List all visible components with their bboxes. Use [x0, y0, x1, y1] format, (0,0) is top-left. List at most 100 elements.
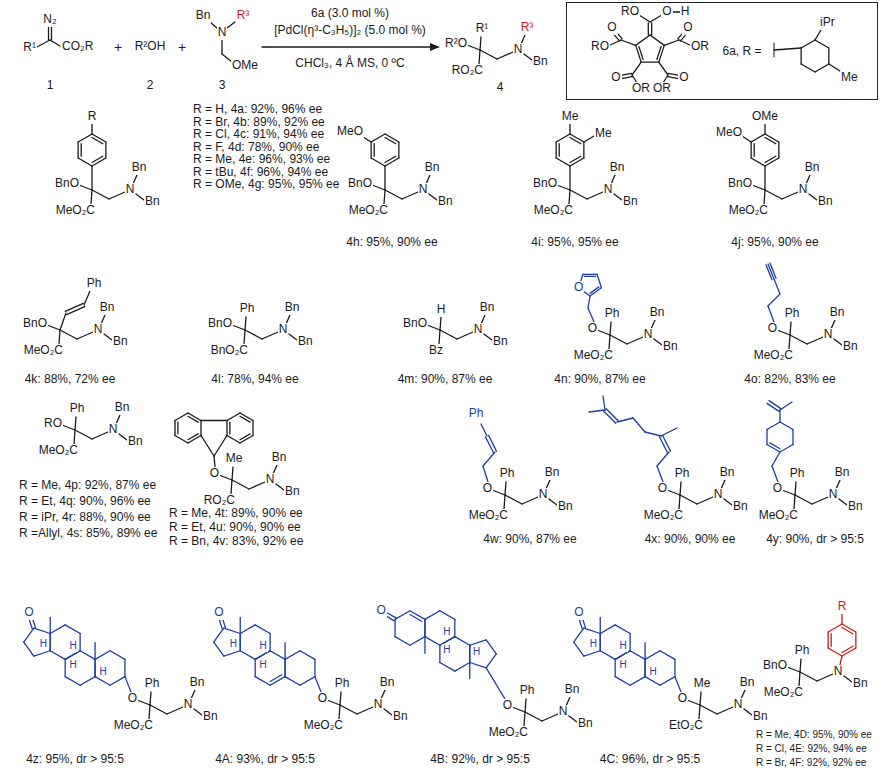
atom-label: N [418, 183, 429, 197]
bond-line [424, 619, 425, 636]
atom-label: BnO [54, 177, 80, 191]
atom-label: N [643, 328, 654, 342]
bond-line [809, 194, 817, 200]
bond-line [50, 651, 65, 660]
atom-label: Me [594, 127, 613, 141]
bond-line [765, 190, 782, 199]
bond-line [219, 619, 222, 629]
condition-text: [PdCl(η³-C₃H₅)]₂ (5.0 mol %) [273, 24, 427, 38]
atom-label: Bn [127, 435, 144, 449]
bond-line [371, 158, 385, 166]
bond-line [34, 651, 50, 656]
bond-line [67, 307, 85, 315]
bond-line [767, 422, 780, 430]
bond-line [651, 23, 652, 35]
bond-line [610, 322, 611, 335]
bond-line [284, 659, 285, 676]
bond-line [74, 430, 75, 444]
atom-label: Bn [424, 161, 441, 175]
bond-line [659, 62, 668, 75]
atom-label: EtO₂C [668, 719, 704, 733]
bond-line [227, 436, 240, 444]
bond-line [815, 40, 829, 48]
bond-line [659, 437, 667, 453]
atom-label: BnO [762, 659, 788, 673]
atom-label: N [603, 183, 614, 197]
bond-line [827, 632, 828, 648]
bond-line [65, 659, 66, 676]
bond-line [834, 339, 842, 345]
yield-caption: 4y: 90%, dr > 95:5 [765, 533, 865, 547]
bond-line [395, 611, 410, 620]
bond-line [794, 495, 795, 509]
atom-label: BnO [207, 317, 233, 331]
atom-label: O [375, 604, 386, 618]
bond-line [75, 417, 76, 430]
atom-label: Bn [829, 306, 846, 320]
atom-label: Bn [847, 500, 864, 514]
bond-line [841, 614, 842, 624]
bond-line [801, 64, 815, 72]
atom-label: N [217, 26, 228, 40]
atom-label: Bn [557, 500, 574, 514]
atom-label: Bn [834, 466, 851, 480]
bond-line [815, 64, 829, 72]
bond-line [175, 436, 188, 444]
bond-line [240, 617, 241, 633]
bond-line [284, 643, 285, 660]
atom-label: O [573, 606, 584, 620]
bond-line [50, 625, 65, 634]
bond-line [621, 77, 632, 79]
yield-caption: R = Et, 4q: 90%, 96% ee [18, 495, 152, 509]
bond-line [663, 435, 671, 451]
bond-line [667, 490, 680, 495]
bond-line [782, 192, 798, 199]
atom-label: MeO₂C [55, 204, 96, 218]
bond-line [587, 192, 603, 199]
atom-label: Bn [284, 301, 301, 315]
bond-line [769, 401, 781, 409]
bond-line [78, 158, 92, 166]
bond-line [384, 166, 385, 190]
bond-line [505, 495, 522, 504]
bond-line [244, 330, 245, 344]
bond-line [454, 619, 455, 636]
atom-label: Ph [86, 277, 103, 291]
yield-caption: 4o: 82%, 83% ee [743, 373, 836, 387]
bond-line [137, 700, 150, 705]
atom-label: 6a, R = [721, 45, 762, 59]
bond-line [424, 637, 425, 654]
bond-line [555, 142, 556, 158]
atom-label: H [589, 638, 598, 650]
bond-line [240, 651, 255, 660]
atom-label: 2 [146, 79, 155, 93]
bond-line [363, 137, 371, 142]
bond-line [339, 705, 340, 719]
bond-line [150, 692, 151, 705]
bond-line [357, 707, 373, 714]
bond-line [95, 677, 110, 686]
bond-line [37, 40, 50, 47]
atom-label: Me [693, 677, 712, 691]
bond-line [680, 482, 681, 495]
bond-line [255, 677, 270, 686]
atom-label: CO₂R [61, 40, 94, 54]
atom-label: R²OH [134, 40, 167, 54]
bond-line [480, 37, 481, 50]
bond-line [657, 466, 663, 482]
bond-line [630, 651, 645, 660]
bond-line [600, 625, 615, 634]
yield-caption: 4i: 95%, 95% ee [530, 236, 619, 250]
bond-line [270, 677, 285, 686]
atom-label: Bn [649, 306, 666, 320]
bond-line [51, 27, 52, 40]
bond-line [469, 645, 470, 662]
bond-line [584, 628, 600, 633]
bond-line [50, 634, 51, 651]
atom-label: Ph [674, 467, 691, 481]
atom-label: H [69, 659, 78, 671]
bond-line [24, 642, 34, 656]
bond-line [700, 705, 717, 714]
bond-line [65, 303, 83, 311]
bond-line [374, 144, 375, 156]
